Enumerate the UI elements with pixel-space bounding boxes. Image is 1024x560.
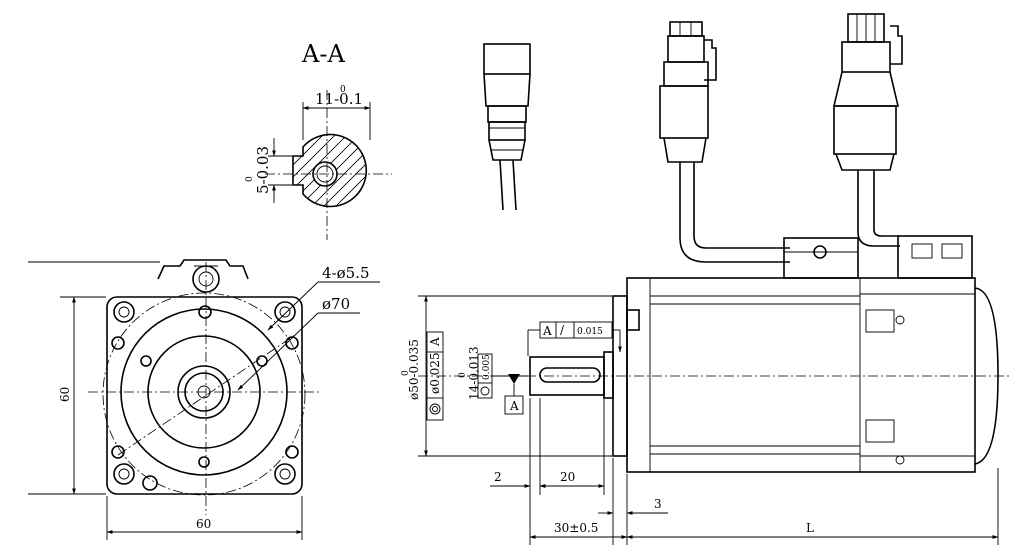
square-flange xyxy=(106,296,303,495)
shaft-length-dim: 30±0.5 xyxy=(554,521,598,535)
inner-screws xyxy=(111,305,299,491)
section-width-dim: 11-0.1 xyxy=(315,90,363,108)
body-length-dim: L xyxy=(806,521,814,535)
pilot-dia-upper: 0 xyxy=(401,370,411,376)
pilot xyxy=(603,351,614,399)
section-label: A-A xyxy=(301,40,345,68)
rear-cover xyxy=(974,287,999,465)
offset-dim: 2 xyxy=(494,470,502,484)
terminal-box xyxy=(157,259,249,280)
motor-body xyxy=(626,277,976,473)
section-width-upper: 0 xyxy=(340,85,346,95)
datum-box xyxy=(504,395,524,415)
pcd-circle xyxy=(102,292,306,496)
power-connector xyxy=(832,13,903,247)
encoder-connector xyxy=(659,21,790,263)
cable-plug-left xyxy=(483,43,531,211)
front-height-dim: 60 xyxy=(58,387,72,402)
shaft-tol-value: 0.005 xyxy=(482,354,492,380)
svg-text:/: / xyxy=(560,323,565,337)
mounting-holes xyxy=(113,301,296,485)
runout-value: 0.015 xyxy=(577,327,603,337)
flange-thk-dim: 3 xyxy=(654,497,662,511)
coaxiality-frame xyxy=(426,331,444,421)
power-gland xyxy=(897,235,973,279)
datum-triangle xyxy=(508,374,520,384)
shaft-dia-dim: 14-0.013 xyxy=(467,346,481,400)
front-view: 4-ø5.5 ø70 60 60 xyxy=(28,259,380,540)
shaft-dia-upper: 0 xyxy=(458,372,468,378)
section-key-upper: 0 xyxy=(245,176,255,182)
shaft-section-outline xyxy=(292,133,367,208)
runout-datum: A xyxy=(542,324,552,338)
coaxiality-value: ø0.025 xyxy=(428,352,442,394)
section-key-dim: 5-0.03 xyxy=(254,146,272,194)
keyway xyxy=(539,367,601,383)
section-view-a-a: A-A 11-0.1 0 xyxy=(245,40,392,240)
holes-callout: 4-ø5.5 xyxy=(322,264,370,282)
key-length-dim: 20 xyxy=(560,470,575,484)
side-view: ø50-0.035 0 A ø0.025 A / 0.015 14-0.013 … xyxy=(401,13,1010,545)
datum-label: A xyxy=(509,399,519,413)
pilot-dia-dim: ø50-0.035 xyxy=(407,339,421,400)
coaxiality-datum: A xyxy=(428,337,442,347)
front-width-dim: 60 xyxy=(196,517,211,531)
pcd-callout: ø70 xyxy=(322,295,350,313)
